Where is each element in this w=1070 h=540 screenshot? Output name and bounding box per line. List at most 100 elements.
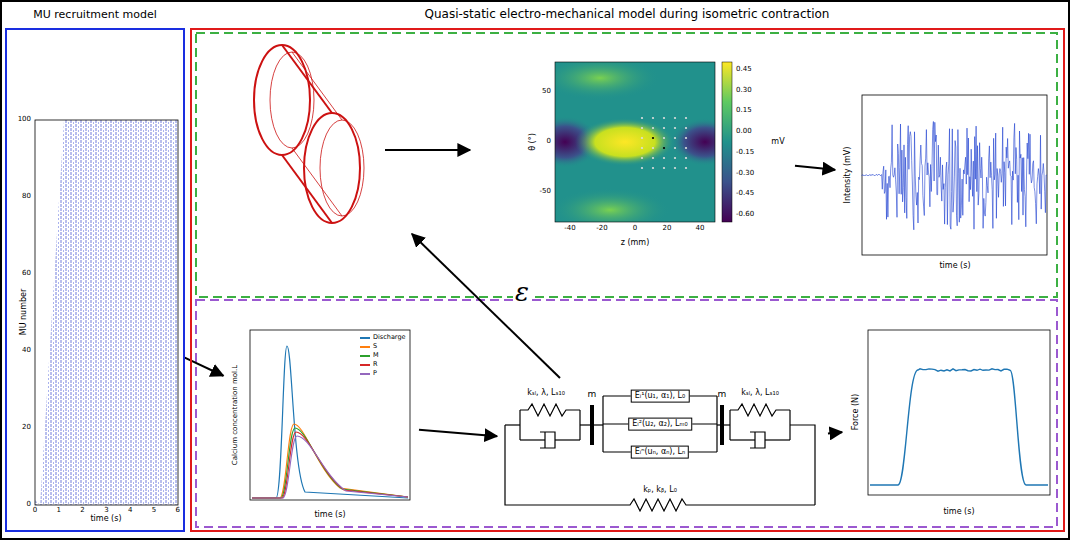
tick-label: 40 <box>696 225 705 233</box>
calcium-plot <box>250 330 410 500</box>
electrode-dot <box>641 167 643 169</box>
tick-label: 20 <box>663 225 672 233</box>
electrode-dot <box>652 127 654 129</box>
electrode-dot <box>641 157 643 159</box>
element-label: Eᵢⁿ(uₙ, αₙ), Lₙ <box>631 446 689 459</box>
electrode-dot <box>674 137 676 139</box>
legend-text: P <box>373 370 377 377</box>
axis-label: Force (N) <box>852 394 861 430</box>
electrode-dot <box>641 117 643 119</box>
tick-label: 50 <box>542 88 551 96</box>
axis-label: time (s) <box>90 515 121 524</box>
emg-panel: Intensity (mV) time (s) <box>838 88 1054 274</box>
electrode-dot <box>685 117 687 119</box>
tick-label: -50 <box>540 188 551 196</box>
axis-label: Intensity (mV) <box>844 147 853 204</box>
electrode-dot <box>663 147 665 149</box>
electrode-dot <box>685 147 687 149</box>
axis-label: kₚ, kᵦ, L₀ <box>643 486 677 495</box>
electrode-dot <box>663 157 665 159</box>
tick-label: 1 <box>57 507 61 515</box>
emg-plot <box>862 95 1047 255</box>
axis-label: MU number <box>20 289 29 336</box>
calcium-panel: Calcium concentration mol.L time (s) <box>226 318 416 525</box>
element-label: Eᵢ¹(u₁, α₁), L₀ <box>631 390 690 403</box>
axis-label: θ (°) <box>529 133 538 151</box>
electrode-dot <box>674 117 676 119</box>
electrode-dot <box>663 167 665 169</box>
electrode-dot <box>685 137 687 139</box>
electrode-dot <box>663 127 665 129</box>
arrow <box>385 149 470 151</box>
tick-label: 6 <box>176 507 180 515</box>
panel-border <box>5 28 185 532</box>
tick-label: 0.30 <box>736 87 752 95</box>
strain-arrow <box>412 234 560 378</box>
axis-label: m <box>588 390 597 400</box>
panel-frame: MU recruitment model MU number time (s) <box>5 6 185 532</box>
tick-label: 0 <box>33 507 37 515</box>
flow-arrow <box>828 432 842 433</box>
electrode-dot <box>685 157 687 159</box>
panel-heading: MU recruitment model <box>33 9 157 21</box>
electrode-dot <box>652 147 654 149</box>
legend-text: M <box>373 352 379 359</box>
flow-arrow <box>795 166 835 170</box>
axis-label: mV <box>771 138 784 147</box>
tick-label: 3 <box>104 507 108 515</box>
element-label: Eᵢ²(u₂, α₂), Lₘ₀ <box>628 418 692 431</box>
force-panel: Force (N) time (s) <box>845 318 1054 525</box>
panel-heading: Quasi-static electro-mechanical model du… <box>425 8 830 21</box>
legend-text: R <box>373 361 378 368</box>
electrode-dot <box>674 147 676 149</box>
electrode-dot <box>674 127 676 129</box>
legend-swatch <box>360 364 370 366</box>
axis-label: kₛₗ, λ, Lₛ₁₀ <box>741 389 779 398</box>
tick-label: 5 <box>152 507 156 515</box>
electrode-dot <box>674 167 676 169</box>
electrode-dot <box>652 157 654 159</box>
raster-plot <box>35 120 178 505</box>
electrode-dot <box>674 157 676 159</box>
tick-label: 4 <box>128 507 132 515</box>
electrode-dot <box>652 167 654 169</box>
tick-label: 100 <box>18 116 31 124</box>
tick-label: -20 <box>596 225 607 233</box>
electrode-dot <box>652 137 654 139</box>
axis-label: time (s) <box>314 511 345 520</box>
electrode-dot <box>663 137 665 139</box>
tick-label: -0.60 <box>736 211 754 219</box>
electrode-dot <box>641 127 643 129</box>
electrode-dot <box>641 147 643 149</box>
panel-border <box>190 28 1065 532</box>
rheological-circuit <box>505 396 815 511</box>
flow-arrow <box>419 430 497 437</box>
heatmap <box>530 56 740 232</box>
electrode-dot <box>685 167 687 169</box>
legend-swatch <box>360 337 370 339</box>
purple-dashed-panel <box>196 300 1057 527</box>
tick-label: -0.30 <box>736 170 754 178</box>
panel-frame: Quasi-static electro-mechanical model du… <box>190 6 1065 532</box>
axis-label: z (mm) <box>621 239 650 248</box>
axis-label: time (s) <box>943 508 974 517</box>
legend-text: Discharge <box>373 334 406 341</box>
tick-label: 0 <box>27 501 31 509</box>
tick-label: 0.15 <box>736 108 752 116</box>
electrode-dot <box>652 117 654 119</box>
axis-label: kₛₗ, λ, Lₛ₁₀ <box>527 389 565 398</box>
tick-label: -40 <box>564 225 575 233</box>
tick-label: 20 <box>22 424 31 432</box>
legend-swatch <box>360 346 370 348</box>
axis-label: time (s) <box>939 262 970 271</box>
electrode-dot <box>663 117 665 119</box>
cylinder-figure <box>254 45 364 223</box>
tick-label: 2 <box>80 507 84 515</box>
raster-panel: MU number time (s) <box>18 112 182 524</box>
tick-label: 40 <box>22 347 31 355</box>
axis-label: Calcium concentration mol.L <box>232 365 240 465</box>
tick-label: 0 <box>633 225 637 233</box>
